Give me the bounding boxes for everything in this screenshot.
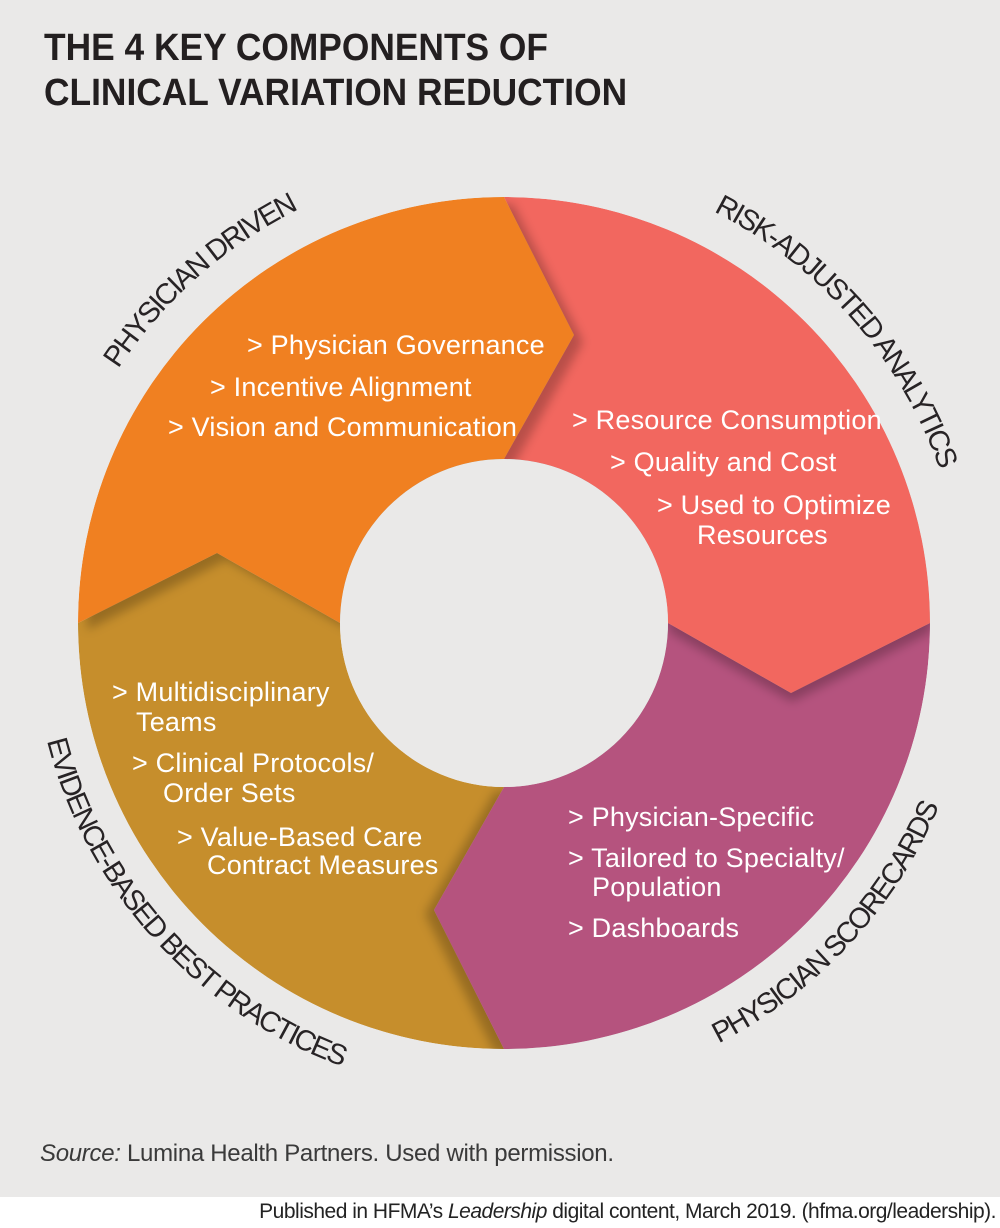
- page-title: THE 4 KEY COMPONENTS OF CLINICAL VARIATI…: [44, 26, 627, 116]
- bullet-multidisciplinary: > Multidisciplinary: [112, 677, 330, 707]
- source-credit: Source: Lumina Health Partners. Used wit…: [40, 1140, 614, 1168]
- bullet-incentive-alignment: > Incentive Alignment: [210, 372, 472, 402]
- segment-physician-driven-shape: [78, 197, 574, 623]
- bullet-clinical-protocols: > Clinical Protocols/: [132, 748, 375, 778]
- bullet-physician-specific: > Physician-Specific: [568, 802, 815, 832]
- bullet-multidisciplinary-line2: Teams: [136, 707, 217, 737]
- footer-credit-pre: Published in HFMA’s: [259, 1200, 448, 1223]
- page-title-line1: THE 4 KEY COMPONENTS OF: [44, 27, 549, 69]
- segment-physician-scorecards-shape: [434, 623, 930, 1049]
- source-text: Lumina Health Partners. Used with permis…: [120, 1140, 614, 1167]
- bullet-clinical-protocols-line2: Order Sets: [163, 778, 296, 808]
- footer-credit: Published in HFMA’s Leadership digital c…: [259, 1197, 996, 1227]
- bullet-tailored-specialty-line2: Population: [592, 872, 722, 902]
- bullet-physician-governance: > Physician Governance: [247, 330, 545, 360]
- source-label: Source:: [40, 1140, 121, 1167]
- bullet-quality-cost: > Quality and Cost: [610, 447, 837, 477]
- bullet-used-to-optimize-line2: Resources: [697, 520, 828, 550]
- page-title-line2: CLINICAL VARIATION REDUCTION: [44, 72, 628, 114]
- bullet-resource-consumption: > Resource Consumption: [572, 405, 882, 435]
- footer-credit-publication: Leadership: [447, 1200, 547, 1223]
- footer-credit-post: digital content, March 2019. (hfma.org/l…: [546, 1200, 996, 1223]
- segment-evidence-based-shape: [78, 553, 504, 1049]
- bullet-value-based-care: > Value-Based Care: [177, 822, 423, 852]
- bullet-used-to-optimize: > Used to Optimize: [657, 490, 891, 520]
- segment-risk-adjusted-shape: [504, 197, 930, 693]
- bullet-vision-communication: > Vision and Communication: [168, 412, 518, 442]
- bullet-dashboards: > Dashboards: [568, 913, 740, 943]
- footer-band: Published in HFMA’s Leadership digital c…: [0, 1197, 1000, 1228]
- bullet-tailored-specialty: > Tailored to Specialty/: [568, 843, 845, 873]
- bullet-value-based-care-line2: Contract Measures: [207, 850, 439, 880]
